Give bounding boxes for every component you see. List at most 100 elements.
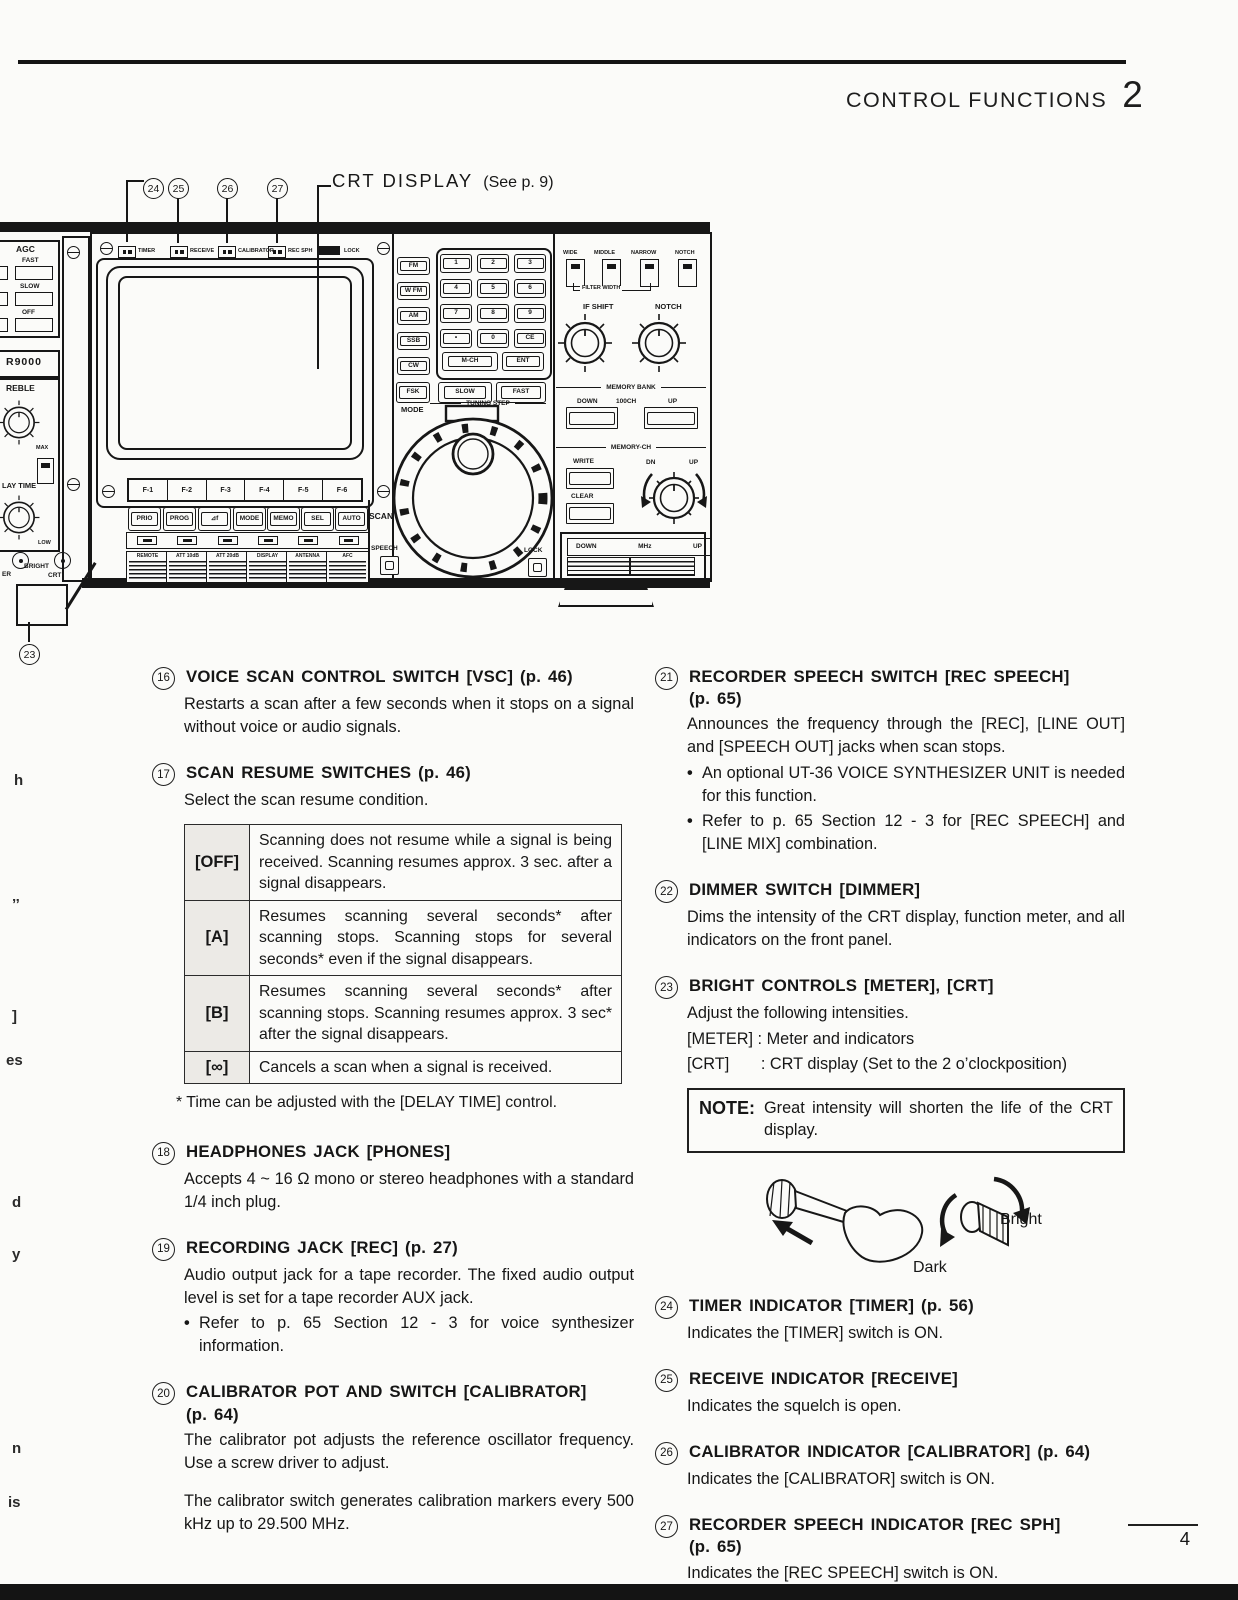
header-rule [18,60,1126,64]
section-title: RECEIVE INDICATOR [RECEIVE] [689,1369,958,1388]
memo-key: MEMO [267,507,300,531]
bullet-item: Refer to p. 65 Section 12 - 3 for [REC S… [687,810,1125,856]
treble-max-label: MAX [36,445,49,451]
section-text: Adjust the following intensities. [687,1004,909,1023]
agc-off-label: OFF [22,309,35,316]
prio-key: PRIO [128,507,161,531]
mhz-down-label: DOWN [576,542,597,550]
note-box: NOTE: Great intensity will shorten the l… [687,1087,1125,1153]
callout-line-27 [276,197,278,243]
table-key: [OFF] [184,824,250,901]
section-title-ref: (p. 64) [186,1404,239,1424]
section-title: TIMER INDICATOR [TIMER] (p. 56) [689,1295,974,1315]
callout-26: 26 [217,178,238,199]
bank-100ch-label: 100CH [616,398,637,405]
section-text: Indicates the squelch is open. [687,1397,902,1415]
agc-off-button [15,318,53,332]
note-text: Great intensity will shorten the life of… [764,1098,1113,1140]
knob-pull-drawing [766,1176,1030,1263]
keypad-key-4: 4 [440,279,472,298]
mode-group-label: MODE [401,405,424,414]
margin-fragment: n [12,1440,22,1457]
section-text: Indicates the [TIMER] switch is ON. [687,1323,944,1342]
bullet-item: An optional UT-36 VOICE SYNTHESIZER UNIT… [687,762,1125,808]
table-desc: Resumes scanning several seconds* after … [249,899,622,977]
calibrator-indicator-led [218,246,236,258]
section-number: 21 [655,667,678,690]
timer-indicator-label: TIMER [138,248,156,254]
delta-f-key: ⊿f [198,507,231,531]
f4-key: F-4 [244,480,283,500]
section-title-ref: (p. 65) [689,1537,742,1557]
section-text: [METER] : Meter and indicators [687,1029,915,1048]
model-label: R9000 [6,356,42,368]
dial-lock-button [528,558,547,577]
memory-ch-knob [641,472,707,524]
mch-key: M-CH [442,352,498,371]
fm-key: FM [397,257,430,275]
keypad-key-3: 3 [514,254,546,273]
section-title: VOICE SCAN CONTROL SWITCH [VSC] (p. 46) [186,667,573,686]
table-desc: Cancels a scan when a signal is received… [249,1050,622,1085]
sel-key: SEL [301,507,334,531]
section-23: 23 BRIGHT CONTROLS [METER], [CRT] Adjust… [655,975,1125,1075]
keypad-key-dot: • [440,329,472,348]
mhz-unit-label: MHz [638,542,652,550]
notch-knob-label: NOTCH [655,302,682,311]
keypad-key-5: 5 [477,279,509,298]
screw-icon [102,485,115,498]
remote-key: REMOTE [126,551,169,583]
display-key: DISPLAY [246,551,289,583]
f2-key: F-2 [166,480,206,500]
narrow-label: NARROW [631,250,657,256]
am-key: AM [397,307,430,325]
section-title: CALIBRATOR INDICATOR [CALIBRATOR] (p. 64… [689,1442,1091,1462]
lock-indicator-led [318,246,340,255]
mhz-rocker-frame [560,532,706,582]
function-key-row: F-1 F-2 F-3 F-4 F-5 F-6 [127,478,363,502]
notch-switch [678,259,697,287]
antenna-key: ANTENNA [286,551,329,583]
scan-bottom-bar [0,1584,1238,1600]
section-text: The calibrator pot adjusts the reference… [184,1430,634,1472]
section-text: Dims the intensity of the CRT display, f… [687,908,1125,950]
meter-label: ER [2,571,12,578]
bright-control-illustration: Bright Dark [655,1167,1125,1285]
section-title: CALIBRATOR POT AND SWITCH [CALIBRATOR] (… [186,1381,587,1425]
scan-resume-table: [OFF] Scanning does not resume while a s… [184,824,622,1085]
notch-knob [632,314,686,372]
table-desc: Resumes scanning several seconds* after … [249,975,622,1052]
section-title: HEADPHONES JACK [PHONES] [186,1141,451,1161]
keypad-key-9: 9 [514,304,546,323]
section-number: 17 [152,763,175,787]
section-24: 24 TIMER INDICATOR [TIMER] (p. 56) Indic… [655,1295,1125,1345]
f6-key: F-6 [322,480,361,500]
bank-up-button [644,407,698,429]
callout-line-26 [226,197,228,243]
margin-fragment: ] [12,1008,17,1025]
treble-label: REBLE [6,383,35,393]
section-number: 25 [655,1369,678,1392]
write-label: WRITE [573,458,594,465]
screw-icon [100,242,113,255]
table-footnote: * Time can be adjusted with the [DELAY T… [176,1094,558,1112]
crt-callout-ref: (See p. 9) [483,174,554,191]
section-title: DIMMER SWITCH [DIMMER] [689,880,921,900]
section-16: 16 VOICE SCAN CONTROL SWITCH [VSC] (p. 4… [152,666,634,739]
mhz-up-label: UP [692,542,702,550]
keypad-key-2: 2 [477,254,509,273]
crt-display-callout: CRT DISPLAY (See p. 9) [332,170,554,192]
memory-bank-caption: MEMORY BANK [556,384,707,391]
section-title-ref: (p. 65) [689,689,742,709]
section-text: Indicates the [REC SPEECH] switch is ON. [687,1563,999,1582]
section-number: 26 [655,1442,678,1466]
memory-ch-caption: MEMORY-CH [556,444,707,451]
left-column: 16 VOICE SCAN CONTROL SWITCH [VSC] (p. 4… [152,666,634,1559]
bank-up-label: UP [668,398,678,405]
crt-screen [106,266,364,460]
timer-indicator-led [118,246,136,258]
ent-key: ENT [502,352,544,371]
panel-divider [553,234,555,578]
crt-callout-label: CRT DISPLAY [332,170,474,191]
